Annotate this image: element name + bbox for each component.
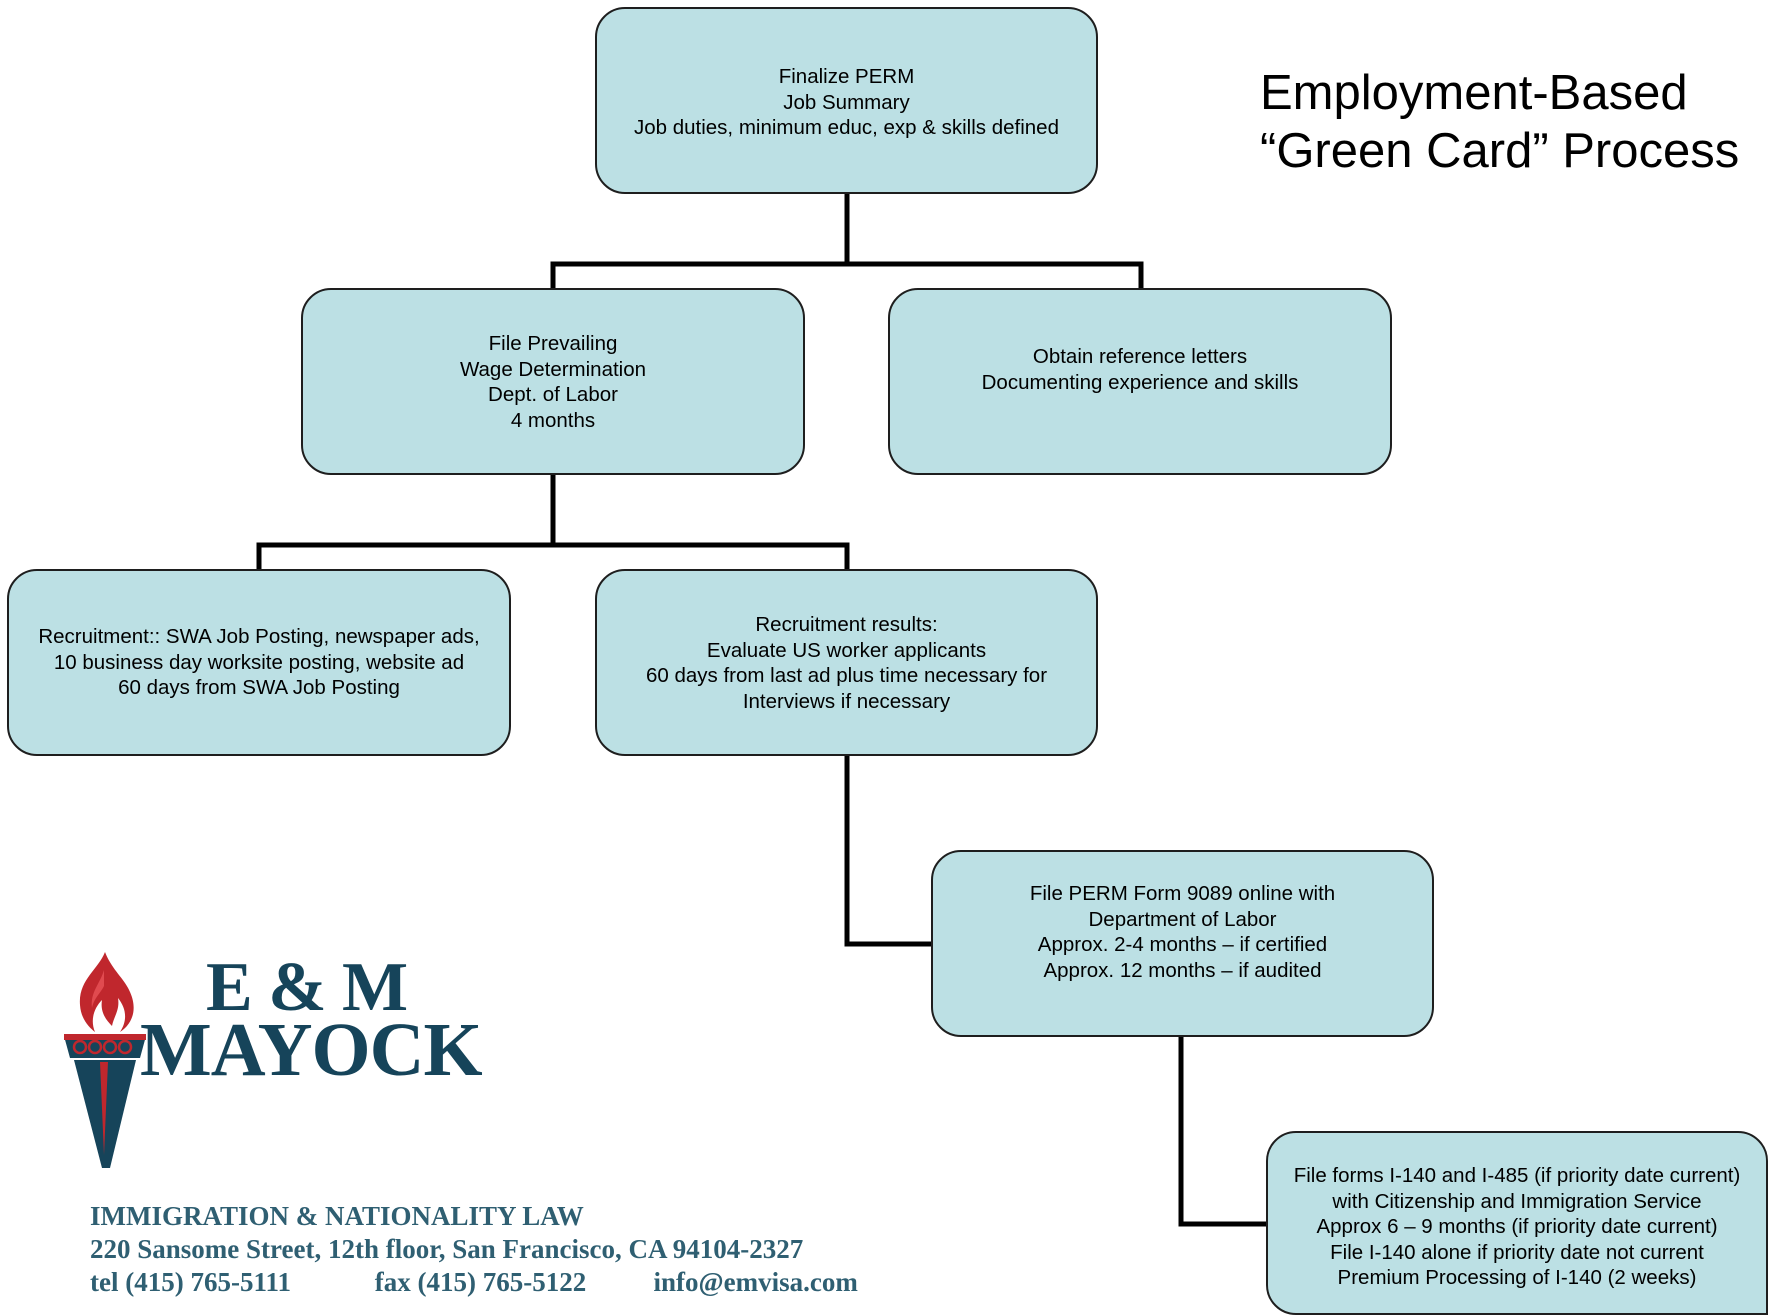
diagram-title: Employment-Based “Green Card” Process: [1260, 64, 1739, 180]
node-text-line: File forms I-140 and I-485 (if priority …: [1293, 1164, 1741, 1187]
node-text-line: Wage Determination: [459, 357, 647, 381]
node-text-line: Premium Processing of I-140 (2 weeks): [1337, 1266, 1697, 1289]
torch-icon: [64, 952, 146, 1168]
node-recruitment-results: Recruitment results: Evaluate US worker …: [595, 569, 1098, 756]
connector-level3-bar: [256, 542, 850, 569]
node-text-line: Approx. 2-4 months – if certified: [1037, 933, 1328, 956]
node-text-line: Approx 6 – 9 months (if priority date cu…: [1316, 1215, 1718, 1238]
node-text-line: Evaluate US worker applicants: [706, 638, 987, 662]
node-text-line: 60 days from SWA Job Posting: [118, 676, 400, 699]
node-text-line: Interviews if necessary: [742, 689, 951, 713]
firm-logo: E & M MAYOCK: [60, 950, 520, 1170]
practice-area: IMMIGRATION & NATIONALITY LAW: [90, 1201, 584, 1231]
firm-address: 220 Sansome Street, 12th floor, San Fran…: [90, 1234, 804, 1264]
node-text-line: Department of Labor: [1088, 907, 1277, 931]
node-text-line: Approx. 12 months – if audited: [1043, 958, 1322, 982]
title-line-1: Employment-Based: [1260, 66, 1688, 120]
node-reference-letters: Obtain reference letters Documenting exp…: [888, 288, 1392, 475]
node-prevailing-wage: File Prevailing Wage Determination Dept.…: [301, 288, 805, 475]
connector-results-to-perm: [844, 756, 931, 947]
node-text-line: Obtain reference letters: [1032, 345, 1248, 368]
node-text-line: Finalize PERM: [778, 65, 915, 88]
email-address: info@emvisa.com: [653, 1267, 858, 1297]
node-recruitment: Recruitment:: SWA Job Posting, newspaper…: [7, 569, 511, 756]
node-finalize-perm: Finalize PERM Job Summary Job duties, mi…: [595, 7, 1098, 194]
node-text-line: Dept. of Labor: [488, 383, 618, 406]
title-line-2: “Green Card” Process: [1260, 124, 1740, 178]
node-text-line: Recruitment:: SWA Job Posting, newspaper…: [38, 625, 480, 648]
node-perm-form-9089: File PERM Form 9089 online with Departme…: [931, 850, 1434, 1037]
node-text-line: Recruitment results:: [755, 613, 938, 636]
phone-number: tel (415) 765-5111: [90, 1267, 291, 1297]
node-text-line: 4 months: [510, 408, 596, 432]
logo-line-2: MAYOCK: [140, 1008, 483, 1092]
fax-number: fax (415) 765-5122: [374, 1267, 587, 1297]
logo-line-1: E & M: [206, 949, 408, 1026]
node-text-line: Job duties, minimum educ, exp & skills d…: [633, 116, 1059, 139]
node-i140-i485: File forms I-140 and I-485 (if priority …: [1266, 1131, 1768, 1315]
node-text-line: Job Summary: [783, 90, 910, 114]
node-text-line: File Prevailing: [488, 332, 618, 355]
connector-level2-bar: [550, 261, 1144, 288]
node-text-line: with Citizenship and Immigration Service: [1332, 1189, 1702, 1213]
node-text-line: 60 days from last ad plus time necessary…: [645, 664, 1048, 687]
node-text-line: 10 business day worksite posting, websit…: [53, 650, 465, 674]
contact-row: tel (415) 765-5111 fax (415) 765-5122 in…: [90, 1266, 858, 1299]
node-text-line: Documenting experience and skills: [981, 370, 1299, 394]
node-text-line: File PERM Form 9089 online with: [1029, 882, 1336, 905]
node-text-line: File I-140 alone if priority date not cu…: [1330, 1240, 1704, 1264]
connector-perm-to-i140: [1178, 1037, 1266, 1227]
firm-footer: IMMIGRATION & NATIONALITY LAW 220 Sansom…: [90, 1200, 858, 1299]
